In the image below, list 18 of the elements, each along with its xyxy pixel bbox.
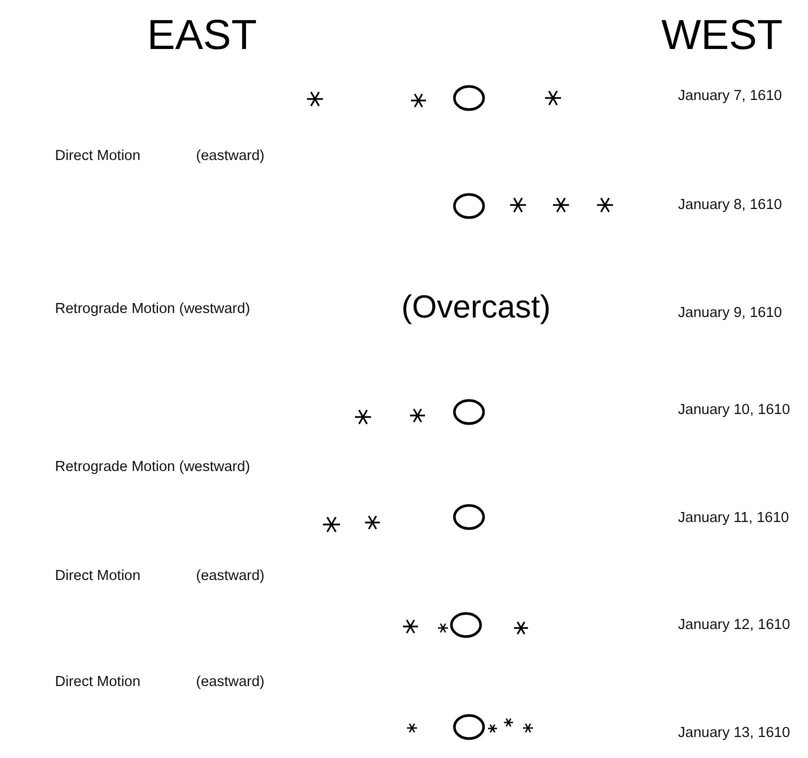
date-label: January 11, 1610 xyxy=(678,511,789,527)
motion-label: Direct Motion xyxy=(55,675,140,691)
date-label: January 8, 1610 xyxy=(678,198,782,214)
motion-label: Direct Motion xyxy=(55,569,140,585)
direction-label: (eastward) xyxy=(196,149,264,165)
date-label: January 7, 1610 xyxy=(678,89,782,105)
direction-label: (eastward) xyxy=(196,675,264,691)
direction-label: (eastward) xyxy=(196,569,264,585)
date-label: January 9, 1610 xyxy=(678,306,782,322)
column-heading: EAST xyxy=(147,12,257,58)
motion-label: Retrograde Motion (westward) xyxy=(55,460,250,476)
motion-label: Retrograde Motion (westward) xyxy=(55,302,250,318)
motion-label: Direct Motion xyxy=(55,149,140,165)
date-label: January 13, 1610 xyxy=(678,726,790,742)
date-label: January 12, 1610 xyxy=(678,618,790,634)
column-heading: WEST xyxy=(661,12,783,58)
weather-note: (Overcast) xyxy=(401,289,551,325)
date-label: January 10, 1610 xyxy=(678,403,790,419)
